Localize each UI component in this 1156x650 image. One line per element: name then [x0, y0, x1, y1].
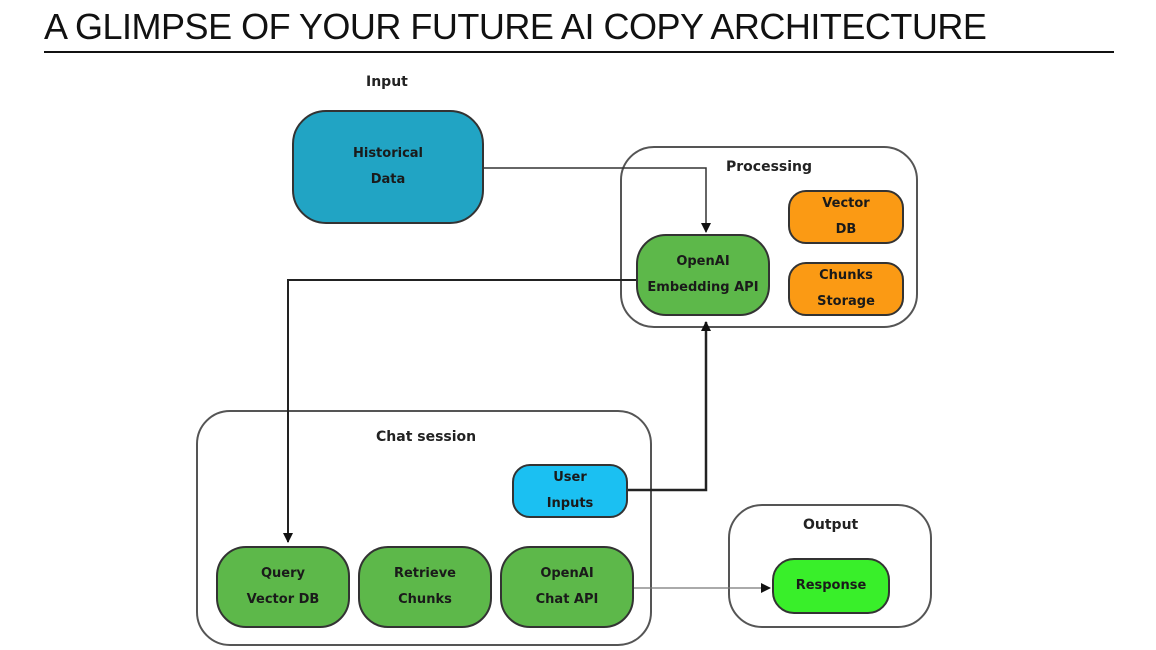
page-title: A GLIMPSE OF YOUR FUTURE AI COPY ARCHITE…: [44, 6, 987, 47]
chat-session-label: Chat session: [376, 429, 477, 445]
arrow-embedding-to-query: [283, 279, 636, 543]
output-label: Output: [803, 517, 859, 533]
response-node: Response: [772, 558, 890, 614]
title-underline: [44, 51, 1114, 53]
processing-label: Processing: [726, 159, 813, 175]
arrow-userinputs-to-embedding: [626, 321, 711, 492]
input-label: Input: [366, 74, 408, 90]
arrow-historical-to-embedding: [484, 167, 711, 233]
